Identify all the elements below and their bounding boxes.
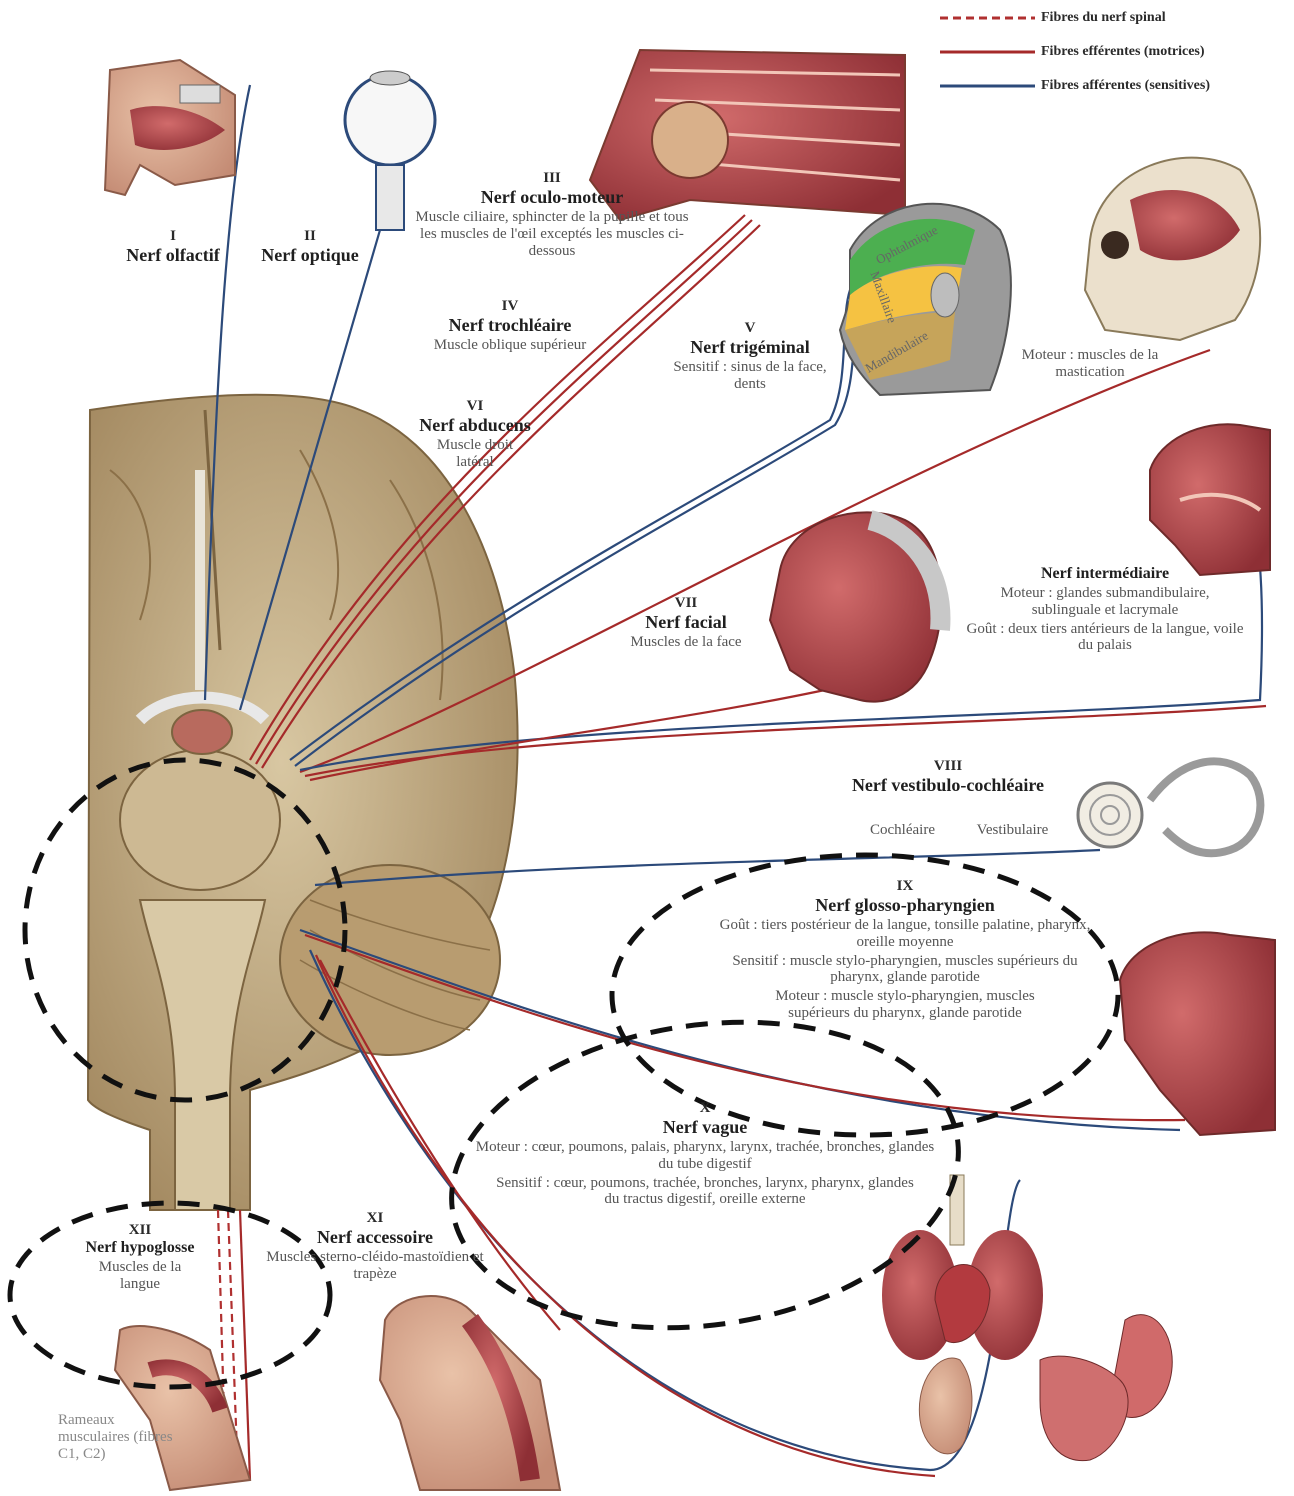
nerve-desc-hypoglosse: Muscles de la langue (90, 1259, 190, 1293)
nerve-name-trochleaire: Nerf trochléaire (380, 315, 640, 335)
label-nerf-vestibulo-cochleaire: VIII Nerf vestibulo-cochléaire (808, 758, 1088, 795)
nerve-desc-glosso-moteur: Moteur : muscle stylo-pharyngien, muscle… (755, 988, 1055, 1022)
label-nerf-hypoglosse: XII Nerf hypoglosse Muscles de la langue (60, 1222, 220, 1292)
roman-vi: VI (385, 398, 565, 415)
nerve-name-glosso-pharyngien: Nerf glosso-pharyngien (705, 895, 1105, 915)
skull-mastication-illustration (1085, 158, 1260, 340)
nerve-desc-trochleaire: Muscle oblique supérieur (380, 337, 640, 354)
nerve-name-intermediaire: Nerf intermédiaire (965, 565, 1245, 583)
nerve-name-vestibulo-cochleaire: Nerf vestibulo-cochléaire (808, 775, 1088, 795)
nerve-name-facial: Nerf facial (596, 612, 776, 632)
nerve-desc-glosso-gout: Goût : tiers postérieur de la langue, to… (705, 917, 1105, 951)
label-nerf-oculo-moteur: III Nerf oculo-moteur Muscle ciliaire, s… (412, 170, 692, 259)
label-cochleaire: Cochléaire (850, 820, 955, 839)
legend-spinal: Fibres du nerf spinal (940, 8, 1294, 28)
label-nerf-glosso-pharyngien: IX Nerf glosso-pharyngien Goût : tiers p… (705, 878, 1105, 1022)
nerve-desc-intermediaire-moteur: Moteur : glandes submandibulaire, sublin… (965, 585, 1245, 619)
roman-ix: IX (705, 878, 1105, 895)
branch-vestibulaire: Vestibulaire (955, 822, 1070, 839)
nerve-name-trigeminal: Nerf trigéminal (670, 337, 830, 357)
roman-ii: II (255, 228, 365, 245)
legend-efferent-label: Fibres efférentes (motrices) (1041, 44, 1205, 60)
label-rameaux-musculaires: Rameaux musculaires (fibres C1, C2) (58, 1410, 178, 1462)
nerve-desc-vague-moteur: Moteur : cœur, poumons, palais, pharynx,… (470, 1139, 940, 1173)
nasal-cavity-illustration (105, 60, 235, 195)
roman-v: V (670, 320, 830, 337)
neck-trapezius-illustration (380, 1296, 560, 1490)
nerve-desc-trigeminal-motor: Moteur : muscles de la mastication (990, 347, 1190, 381)
roman-i: I (118, 228, 228, 245)
legend-spinal-label: Fibres du nerf spinal (1041, 10, 1166, 26)
inner-ear-illustration (1078, 761, 1260, 853)
nerve-desc-facial: Muscles de la face (596, 634, 776, 651)
legend-afferent: Fibres afférentes (sensitives) (940, 76, 1294, 96)
legend-afferent-label: Fibres afférentes (sensitives) (1041, 78, 1210, 94)
nerve-desc-abducens: Muscle droit latéral (420, 437, 530, 471)
label-nerf-trigeminal: V Nerf trigéminal Sensitif : sinus de la… (670, 320, 830, 393)
nerve-name-hypoglosse: Nerf hypoglosse (60, 1239, 220, 1257)
nasal-pharynx-illustration-lower (1120, 932, 1275, 1135)
nerve-name-olfactif: Nerf olfactif (118, 245, 228, 265)
label-trigeminal-motor: Moteur : muscles de la mastication (990, 345, 1190, 381)
nerve-name-vague: Nerf vague (470, 1117, 940, 1137)
legend-spinal-swatch (940, 15, 1035, 21)
legend-efferent: Fibres efférentes (motrices) (940, 42, 1294, 62)
nerve-name-accessoire: Nerf accessoire (265, 1227, 485, 1247)
nerve-desc-accessoire: Muscles sterno-cléido-mastoïdien et trap… (265, 1249, 485, 1283)
label-nerf-accessoire: XI Nerf accessoire Muscles sterno-cléido… (265, 1210, 485, 1283)
nerve-name-abducens: Nerf abducens (385, 415, 565, 435)
nerve-desc-vague-sensitif: Sensitif : cœur, poumons, trachée, bronc… (495, 1175, 915, 1209)
roman-xii: XII (60, 1222, 220, 1239)
nerve-name-oculo-moteur: Nerf oculo-moteur (412, 187, 692, 207)
tongue-hypoglossal-illustration (115, 1326, 250, 1490)
label-nerf-facial: VII Nerf facial Muscles de la face (596, 595, 776, 651)
label-nerf-abducens: VI Nerf abducens Muscle droit latéral (385, 398, 565, 471)
roman-xi: XI (265, 1210, 485, 1227)
label-nerf-vague: X Nerf vague Moteur : cœur, poumons, pal… (470, 1100, 940, 1208)
label-nerf-optique: II Nerf optique (255, 228, 365, 265)
roman-vii: VII (596, 595, 776, 612)
nerve-name-optique: Nerf optique (255, 245, 365, 265)
facial-muscles-illustration (770, 512, 941, 701)
rameaux-text: Rameaux musculaires (fibres C1, C2) (58, 1412, 178, 1462)
label-nerf-olfactif: I Nerf olfactif (118, 228, 228, 265)
nerve-desc-glosso-sensitif: Sensitif : muscle stylo-pharyngien, musc… (705, 953, 1105, 987)
label-nerf-trochleaire: IV Nerf trochléaire Muscle oblique supér… (380, 298, 640, 354)
legend-efferent-swatch (940, 49, 1035, 55)
label-vestibulaire: Vestibulaire (955, 820, 1070, 839)
nasal-pharynx-illustration-upper (1150, 424, 1270, 575)
thoracic-organs-illustration (882, 1175, 1172, 1461)
nerve-desc-oculo-moteur: Muscle ciliaire, sphincter de la pupille… (412, 209, 692, 259)
branch-cochleaire: Cochléaire (850, 822, 955, 839)
nerve-desc-trigeminal: Sensitif : sinus de la face, dents (670, 359, 830, 393)
roman-iii: III (412, 170, 692, 187)
nerve-desc-intermediaire-gout: Goût : deux tiers antérieurs de la langu… (965, 621, 1245, 655)
roman-x: X (470, 1100, 940, 1117)
roman-iv: IV (380, 298, 640, 315)
roman-viii: VIII (808, 758, 1088, 775)
legend-afferent-swatch (940, 83, 1035, 89)
label-nerf-intermediaire: Nerf intermédiaire Moteur : glandes subm… (965, 565, 1245, 654)
